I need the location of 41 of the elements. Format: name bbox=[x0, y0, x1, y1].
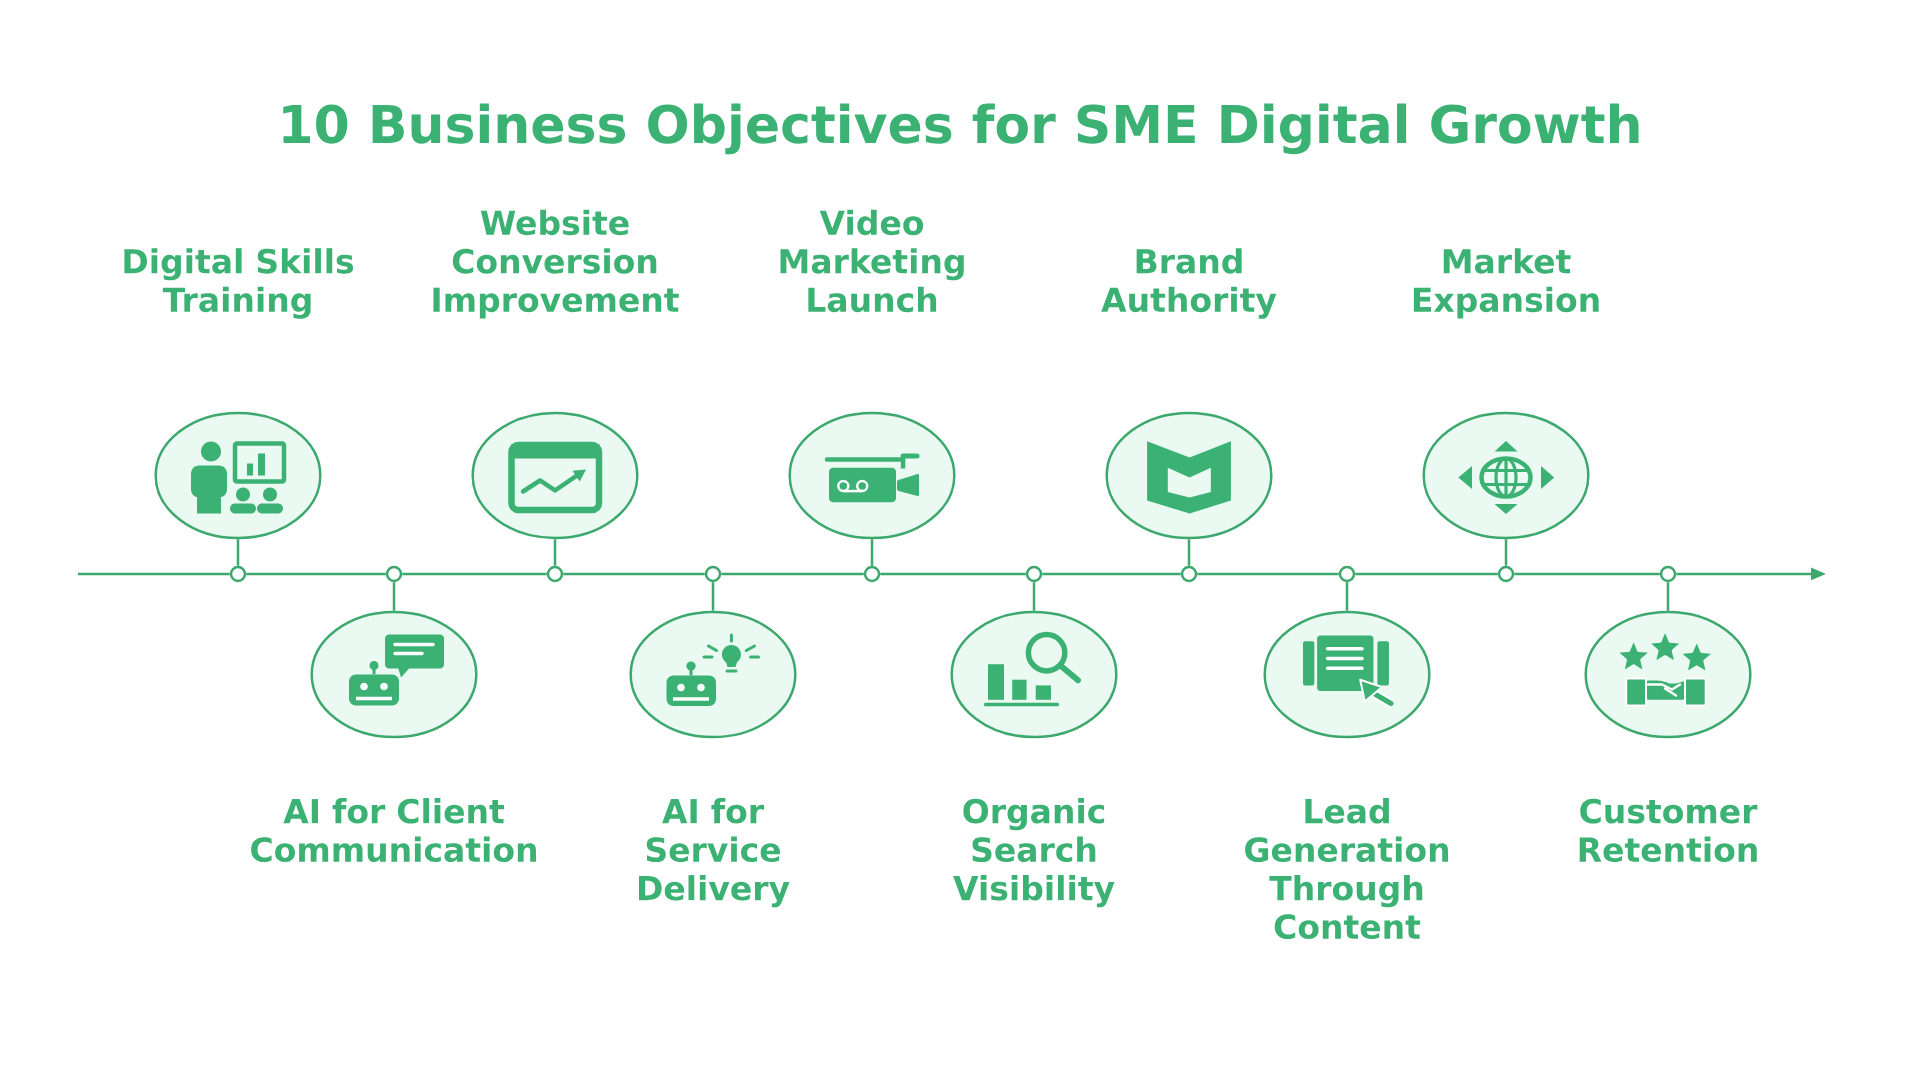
connector-line bbox=[1032, 582, 1036, 611]
timeline-line bbox=[78, 572, 230, 576]
connector-line bbox=[1345, 582, 1349, 611]
objective-label: Organic Search Visibility bbox=[953, 798, 1115, 908]
timeline-dot bbox=[1659, 565, 1677, 583]
timeline-dot bbox=[229, 565, 247, 583]
timeline-dot bbox=[1180, 565, 1198, 583]
connector-line bbox=[236, 539, 240, 566]
objective-label: Customer Retention bbox=[1579, 798, 1758, 863]
timeline-dot bbox=[546, 565, 564, 583]
connector-line bbox=[1187, 539, 1191, 566]
connector-line bbox=[870, 539, 874, 566]
connector-line bbox=[711, 582, 715, 611]
connector-line bbox=[1504, 539, 1508, 566]
objective-label: Lead Generation Through Content bbox=[1245, 798, 1448, 940]
timeline-line bbox=[880, 572, 1026, 576]
timeline-line bbox=[246, 572, 386, 576]
timeline-line bbox=[721, 572, 864, 576]
timeline-dot bbox=[1025, 565, 1043, 583]
objective-label: Website Conversion Improvement bbox=[433, 209, 679, 319]
objective-label: Video Marketing Launch bbox=[780, 209, 964, 313]
timeline-line bbox=[1197, 572, 1339, 576]
timeline-dot bbox=[863, 565, 881, 583]
objective-label: AI for Client Communication bbox=[251, 798, 536, 863]
objective-label: Digital Skills Training bbox=[124, 248, 354, 319]
title: 10 Business Objectives for SME Digital Growth bbox=[283, 103, 1639, 155]
timeline-line bbox=[1042, 572, 1181, 576]
timeline-line bbox=[1514, 572, 1660, 576]
timeline-dot bbox=[704, 565, 722, 583]
objective-label: Brand Authority bbox=[1101, 248, 1277, 319]
objective-label: Market Expansion bbox=[1413, 248, 1599, 319]
timeline-dot bbox=[1338, 565, 1356, 583]
timeline-line bbox=[563, 572, 705, 576]
timeline-dot bbox=[385, 565, 403, 583]
timeline-dot bbox=[1497, 565, 1515, 583]
objective-label: AI for Service Delivery bbox=[639, 798, 790, 908]
connector-line bbox=[392, 582, 396, 611]
timeline-line bbox=[402, 572, 547, 576]
connector-line bbox=[1666, 582, 1670, 611]
timeline-line bbox=[1355, 572, 1498, 576]
connector-line bbox=[553, 539, 557, 566]
